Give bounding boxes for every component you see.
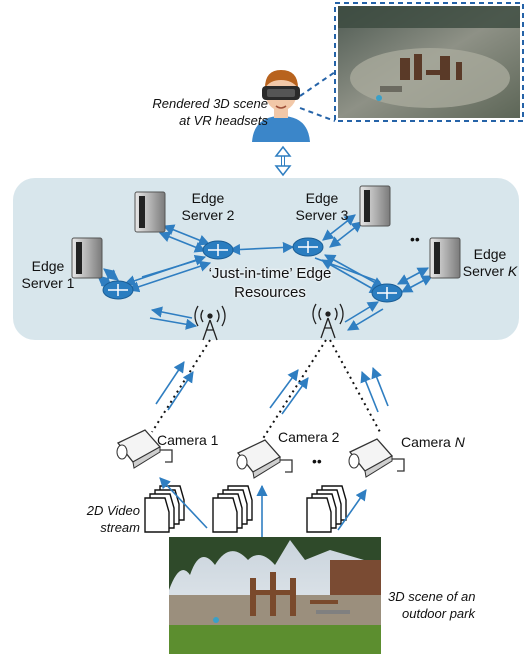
edge-server-3-icon xyxy=(359,185,391,227)
video-stream-caption-line2: stream xyxy=(100,520,140,535)
vr-caption-line1: Rendered 3D scene xyxy=(152,96,268,111)
vr-rendered-scene-image xyxy=(338,6,520,118)
camera-1-icon xyxy=(116,429,173,469)
vr-user-icon xyxy=(252,70,310,142)
antenna-uplink-arrows xyxy=(149,301,384,331)
park-scene-caption: 3D scene of an outdoor park xyxy=(388,588,518,622)
vr-callout-dashed-line xyxy=(299,71,336,122)
edge-server-1-label-line2: Server 1 xyxy=(21,275,75,291)
antenna-1-icon xyxy=(194,305,226,341)
camera-1-label: Camera 1 xyxy=(157,432,219,448)
vr-image-dashed-frame xyxy=(334,2,524,122)
edge-server-1-label: Edge Server 1 xyxy=(18,258,78,292)
video-stream-frames-3 xyxy=(306,485,347,533)
resources-label-line1: ‘Just-in-time’ Edge xyxy=(208,265,332,282)
camera-n-label: Camera N xyxy=(401,434,465,450)
edge-server-3-label-line1: Edge xyxy=(305,190,339,206)
camera-ellipsis: •• xyxy=(312,453,322,469)
edge-server-1-label-line1: Edge xyxy=(31,258,65,274)
video-stream-frames-2 xyxy=(212,485,253,533)
edge-server-ellipsis: •• xyxy=(410,231,420,247)
router-icon xyxy=(102,280,134,300)
park-scene-caption-line1: 3D scene of an xyxy=(388,589,476,604)
scene-capture-arrows xyxy=(159,477,367,538)
edge-server-2-label: Edge Server 2 xyxy=(168,190,248,224)
vr-caption-line2: at VR headsets xyxy=(179,113,268,128)
camera-uplink-arrows xyxy=(155,361,389,415)
router-links xyxy=(97,214,433,294)
park-scene-caption-line2: outdoor park xyxy=(402,606,475,621)
edge-server-2-icon xyxy=(134,191,166,233)
camera-n-icon xyxy=(348,438,405,478)
router-icon xyxy=(202,240,234,260)
edge-server-k-icon xyxy=(429,237,461,279)
edge-server-2-label-line2: Server 2 xyxy=(181,207,235,223)
wireless-links xyxy=(151,339,381,441)
vr-caption: Rendered 3D scene at VR headsets xyxy=(118,95,268,129)
antenna-2-icon xyxy=(312,303,344,339)
camera-2-label: Camera 2 xyxy=(278,429,340,445)
router-icon xyxy=(292,237,324,257)
edge-server-1-icon xyxy=(71,237,103,279)
vr-edge-link-arrow xyxy=(274,145,292,177)
video-stream-caption: 2D Video stream xyxy=(70,502,140,536)
edge-server-k-label-line2: Server K xyxy=(462,263,518,279)
just-in-time-resources-label: ‘Just-in-time’ Edge Resources xyxy=(170,264,370,302)
edge-server-3-label: Edge Server 3 xyxy=(282,190,362,224)
outdoor-park-photo xyxy=(169,537,381,654)
edge-server-3-label-line2: Server 3 xyxy=(295,207,349,223)
edge-server-k-label-line1: Edge xyxy=(473,246,507,262)
edge-server-k-label: Edge Server K xyxy=(452,246,528,280)
resources-label-line2: Resources xyxy=(234,284,306,301)
edge-server-2-label-line1: Edge xyxy=(191,190,225,206)
video-stream-caption-line1: 2D Video xyxy=(86,503,140,518)
camera-2-icon xyxy=(236,439,293,479)
router-icon xyxy=(371,283,403,303)
video-stream-frames-1 xyxy=(144,485,185,533)
